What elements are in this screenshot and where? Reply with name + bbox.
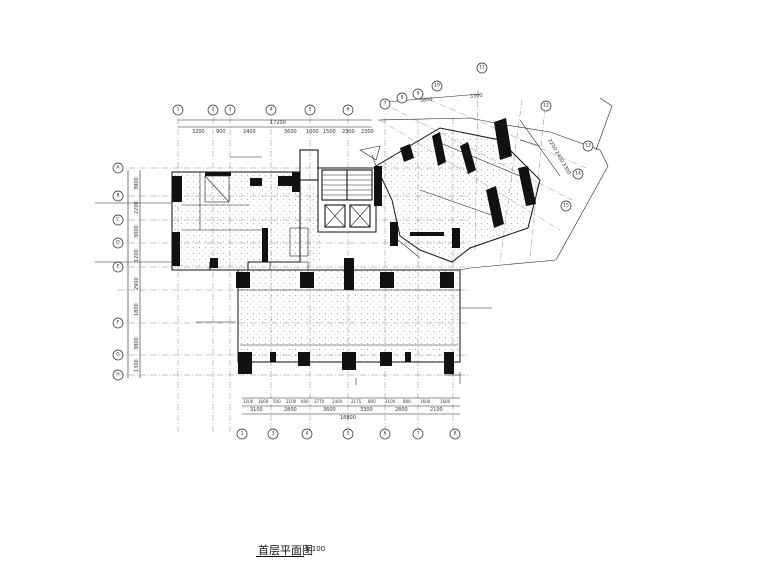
dim-bottom-r2-6: 2100 [430, 407, 443, 413]
axis-left-2: B [116, 193, 119, 199]
axis-left-5: E [117, 264, 120, 270]
axis-top-4: 4 [270, 107, 273, 113]
dim-left-6: 1800 [134, 303, 140, 316]
axis-top-7: 7 [384, 101, 387, 107]
axis-top-3: 3 [229, 107, 232, 113]
dim-left-3: 3000 [134, 225, 140, 238]
floor-hatch [171, 127, 541, 363]
axis-top-6: 6 [347, 107, 350, 113]
dim-bottom-r1-8: 2175 [351, 399, 362, 404]
axis-top-5: 5 [309, 107, 312, 113]
dim-bottom-r2-3: 3600 [323, 407, 336, 413]
dim-bottom-r1-11: 800 [403, 399, 411, 404]
axis-angled-1: 10 [434, 83, 440, 89]
axis-left-4: D [116, 240, 120, 246]
dim-bottom-r1-12: 1600 [420, 399, 431, 404]
axis-bottom-6: 7 [417, 431, 420, 437]
dim-bottom-r2-2: 2800 [284, 407, 297, 413]
axis-bottom-4: 5 [347, 431, 350, 437]
exterior-outline [209, 97, 613, 384]
axis-angled-2: 11 [479, 65, 485, 71]
dim-top-2: 900 [216, 129, 226, 135]
dim-top-5: 1000 [306, 129, 319, 135]
axis-top-2: 2 [212, 107, 215, 113]
right-dimension-texts: 2200 2400 3300 3300 3800 [420, 93, 572, 176]
dim-top-7: 2300 [342, 129, 355, 135]
dim-left-8: 1300 [134, 359, 140, 372]
dim-top-6: 1500 [323, 129, 336, 135]
annotation-leaders [95, 139, 541, 385]
dim-top-overall: 17200 [270, 120, 286, 126]
dim-left-7: 3800 [134, 337, 140, 350]
partitions [182, 141, 521, 346]
axis-top-9: 9 [417, 91, 420, 97]
dim-bottom-r1-5: 600 [301, 399, 309, 404]
axis-angled-5: 14 [575, 171, 581, 177]
drawing-title: 首层平面图 [258, 544, 313, 557]
title-underline [256, 556, 304, 557]
dim-bottom-r1-3: 500 [273, 399, 281, 404]
dim-bottom-overall: 18800 [340, 415, 356, 421]
dim-right-2: 2400 [553, 150, 565, 164]
dim-right-4: 3300 [470, 93, 483, 100]
dim-top-8: 2300 [361, 129, 374, 135]
axis-left-7: G [116, 352, 120, 358]
dim-left-4: 1200 [134, 249, 140, 262]
dim-right-5: 3800 [420, 97, 433, 104]
walls-columns [172, 118, 536, 374]
left-dimension-texts: 3900 2200 3000 1200 2900 1800 3800 1300 [134, 177, 140, 372]
axis-bottom-5: 6 [384, 431, 387, 437]
dim-bottom-r1-4: 2100 [286, 399, 297, 404]
axis-top-1: 1 [177, 107, 180, 113]
axis-angled-4: 13 [585, 143, 591, 149]
axis-bottom-2: 3 [272, 431, 275, 437]
dim-bottom-r1-1: 1200 [243, 399, 254, 404]
dim-bottom-r1-2: 1600 [258, 399, 269, 404]
dim-bottom-r1-7: 1400 [332, 399, 343, 404]
dim-right-1: 2200 [546, 138, 558, 152]
dim-bottom-r2-4: 3300 [360, 407, 373, 413]
dim-right-3: 3300 [560, 162, 572, 176]
axis-angled-3: 12 [543, 103, 549, 109]
dim-bottom-r1-9: 800 [368, 399, 376, 404]
dimension-lines [127, 93, 561, 415]
top-dimension-texts: 17200 3200 900 2400 3600 1000 1500 2300 … [192, 120, 374, 135]
dim-top-4: 3600 [284, 129, 297, 135]
dim-bottom-r1-10: 2100 [385, 399, 396, 404]
top-axis-bubbles: 1 2 3 4 5 6 7 8 9 [172, 88, 424, 116]
axis-left-8: H [116, 372, 119, 378]
vertical-core [299, 149, 373, 228]
axis-left-3: C [116, 217, 119, 223]
dim-bottom-r1-13: 1600 [440, 399, 451, 404]
axis-top-8: 8 [401, 95, 404, 101]
axis-bottom-1: 1 [241, 431, 244, 437]
dim-left-5: 2900 [134, 277, 140, 290]
dim-left-2: 2200 [134, 201, 140, 214]
axis-bottom-7: 8 [454, 431, 457, 437]
axis-angled-6: 15 [563, 203, 569, 209]
bottom-axis-bubbles: 1 3 4 5 6 7 8 [236, 428, 461, 440]
dim-bottom-r2-5: 2800 [395, 407, 408, 413]
bottom-dimension-texts: 1200 1600 500 2100 600 2770 1400 2175 80… [243, 399, 451, 421]
dim-left-1: 3900 [134, 177, 140, 190]
left-axis-bubbles: A B C D E F G H [112, 162, 124, 381]
dim-bottom-r2-1: 3100 [250, 407, 263, 413]
axis-left-1: A [116, 165, 120, 171]
drawing-scale: 1:100 [305, 545, 326, 553]
angled-axis-bubbles: 10 11 12 13 14 15 [431, 62, 594, 212]
dim-bottom-r1-6: 2770 [314, 399, 325, 404]
axis-left-6: F [117, 320, 120, 326]
axis-bottom-3: 4 [306, 431, 309, 437]
dim-top-3: 2400 [243, 129, 256, 135]
dim-top-1: 3200 [192, 129, 205, 135]
